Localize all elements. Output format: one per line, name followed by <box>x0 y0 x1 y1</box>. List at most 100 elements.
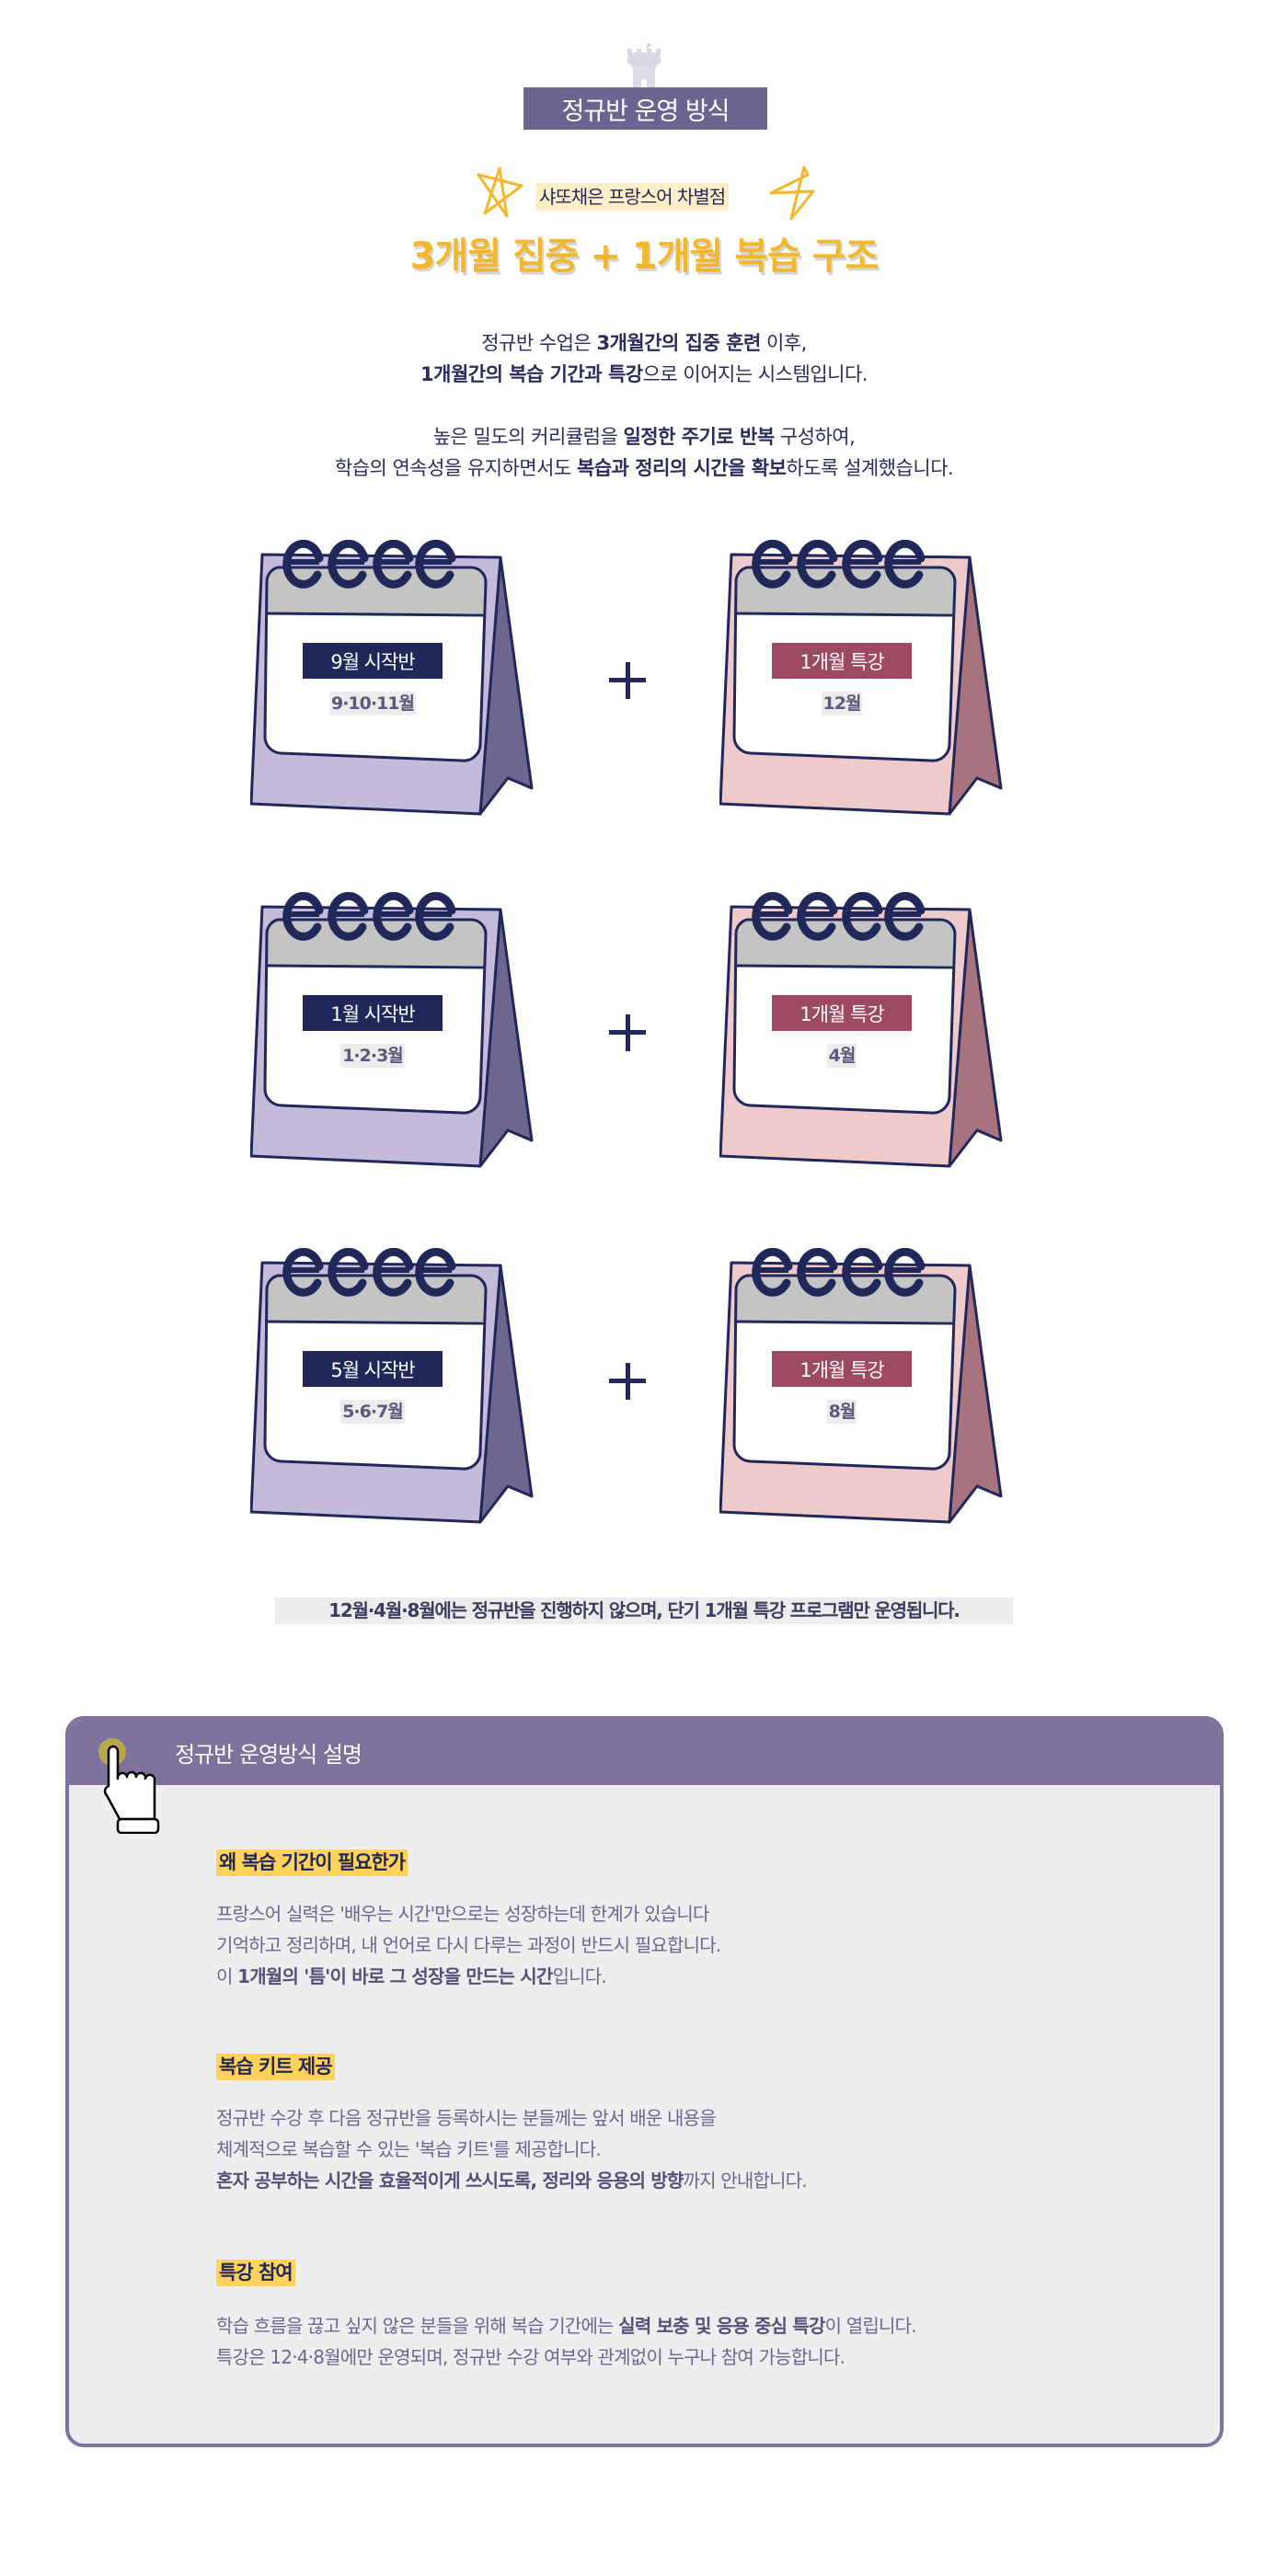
ring-icon <box>328 1248 369 1297</box>
calendar-special-class: 1개월 특강 4월 <box>719 892 1005 1168</box>
emphasis-text: 일정한 주기로 반복 <box>623 426 775 448</box>
headline: 3개월 집중 + 1개월 복습 구조 <box>409 235 880 278</box>
text-line: 체계적으로 복습할 수 있는 '복습 키트'를 제공합니다. <box>216 2134 807 2165</box>
calendar-label: 9월 시작반 <box>303 643 443 679</box>
emphasis-text: 1개월간의 복습 기간과 특강 <box>420 363 643 385</box>
section-heading-special-class: 특강 참여 <box>216 2260 295 2286</box>
text-line: 1개월간의 복습 기간과 특강으로 이어지는 시스템입니다. <box>0 359 1288 390</box>
emphasis-text: 3개월간의 집중 훈련 <box>596 332 761 354</box>
calendar-months: 8월 <box>772 1398 912 1424</box>
ring-icon <box>884 540 926 589</box>
ring-icon <box>797 1248 838 1297</box>
ring-icon <box>797 892 838 941</box>
plus-icon <box>609 1363 646 1400</box>
text-segment: 학습 흐름을 끊고 싶지 않은 분들을 위해 복습 기간에는 <box>216 2315 619 2337</box>
star-icon <box>769 166 815 221</box>
section-body-special-class: 학습 흐름을 끊고 싶지 않은 분들을 위해 복습 기간에는 실력 보충 및 응… <box>216 2310 917 2373</box>
ring-icon <box>328 540 369 589</box>
calendar-months: 1·2·3월 <box>303 1042 443 1068</box>
calendar-months-text: 1·2·3월 <box>340 1044 405 1068</box>
calendar-months-text: 12월 <box>821 692 863 716</box>
ring-icon <box>415 540 456 589</box>
emphasis-text: 복습과 정리의 시간을 확보 <box>577 457 787 479</box>
ring-icon <box>752 892 793 941</box>
pointing-hand-icon <box>98 1738 160 1834</box>
ring-icon <box>373 540 414 589</box>
section-title: 정규반 운영 방식 <box>523 87 767 130</box>
text-line: 특강은 12·4·8월에만 운영되며, 정규반 수강 여부와 관계없이 누구나 … <box>216 2341 916 2373</box>
emphasis-text: 1개월의 '틈'이 바로 그 성장을 만드는 시간 <box>237 1965 553 1987</box>
ring-icon <box>415 1248 456 1297</box>
text-segment: 체계적으로 복습할 수 있는 '복습 키트'를 제공합니다. <box>216 2138 602 2160</box>
text-line: 학습 흐름을 끊고 싶지 않은 분들을 위해 복습 기간에는 실력 보충 및 응… <box>216 2310 917 2341</box>
calendar-start-class: 9월 시작반 9·10·11월 <box>250 540 535 816</box>
castle-icon <box>627 43 661 89</box>
text-segment: 학습의 연속성을 유지하면서도 <box>334 457 577 479</box>
text-segment: 하도록 설계했습니다. <box>786 457 954 479</box>
calendar-months: 9·10·11월 <box>303 690 443 716</box>
calendar-label: 1개월 특강 <box>772 1351 912 1387</box>
ring-icon <box>797 540 838 589</box>
text-segment: 특강은 12·4·8월에만 운영되며, 정규반 수강 여부와 관계없이 누구나 … <box>216 2346 845 2368</box>
calendar-months: 4월 <box>772 1042 912 1068</box>
schedule-note: 12월·4월·8월에는 정규반을 진행하지 않으며, 단기 1개월 특강 프로그… <box>275 1597 1013 1624</box>
text-segment: 정규반 수업은 <box>481 332 597 354</box>
section-heading-why-review: 왜 복습 기간이 필요한가 <box>216 1849 408 1876</box>
calendar-special-class: 1개월 특강 8월 <box>719 1248 1005 1524</box>
text-line: 학습의 연속성을 유지하면서도 복습과 정리의 시간을 확보하도록 설계했습니다… <box>0 452 1288 484</box>
explanation-header: 정규반 운영방식 설명 <box>69 1720 1220 1785</box>
intro-paragraph-1: 정규반 수업은 3개월간의 집중 훈련 이후,1개월간의 복습 기간과 특강으로… <box>0 327 1288 390</box>
calendar-months: 5·6·7월 <box>303 1398 443 1424</box>
ring-icon <box>752 1248 793 1297</box>
explanation-panel: 정규반 운영방식 설명 왜 복습 기간이 필요한가 프랑스어 실력은 '배우는 … <box>65 1716 1224 2447</box>
calendar-months: 12월 <box>772 690 912 716</box>
text-segment: 이후, <box>760 332 807 354</box>
calendar-start-class: 1월 시작반 1·2·3월 <box>250 892 535 1168</box>
calendar-months-text: 4월 <box>826 1044 857 1068</box>
ring-icon <box>373 892 414 941</box>
ring-icon <box>373 1248 414 1297</box>
ring-icon <box>282 540 324 589</box>
calendar-start-class: 5월 시작반 5·6·7월 <box>250 1248 535 1524</box>
text-segment: 프랑스어 실력은 '배우는 시간'만으로는 성장하는데 한계가 있습니다 <box>216 1903 709 1925</box>
text-segment: 구성하여, <box>774 426 856 448</box>
emphasis-text: 실력 보충 및 응용 중심 특강 <box>618 2315 825 2337</box>
explanation-title: 정규반 운영방식 설명 <box>175 1742 362 1768</box>
ring-icon <box>415 892 456 941</box>
text-segment: 기억하고 정리하며, 내 언어로 다시 다루는 과정이 반드시 필요합니다. <box>216 1934 721 1956</box>
calendar-label: 5월 시작반 <box>303 1351 443 1387</box>
calendar-months-text: 5·6·7월 <box>340 1400 405 1424</box>
text-line: 정규반 수업은 3개월간의 집중 훈련 이후, <box>0 327 1288 359</box>
ring-icon <box>752 540 793 589</box>
calendar-label: 1개월 특강 <box>772 643 912 679</box>
calendar-label: 1월 시작반 <box>303 995 443 1031</box>
calendar-label: 1개월 특강 <box>772 995 912 1031</box>
ring-icon <box>884 892 926 941</box>
text-line: 혼자 공부하는 시간을 효율적이게 쓰시도록, 정리와 응용의 방향까지 안내합… <box>216 2165 808 2196</box>
text-line: 정규반 수강 후 다음 정규반을 등록하시는 분들께는 앞서 배운 내용을 <box>216 2102 807 2134</box>
ring-icon <box>842 892 883 941</box>
intro-paragraph-2: 높은 밀도의 커리큘럼을 일정한 주기로 반복 구성하여,학습의 연속성을 유지… <box>0 421 1288 484</box>
plus-icon <box>609 1014 646 1051</box>
ring-icon <box>884 1248 926 1297</box>
emphasis-text: 혼자 공부하는 시간을 효율적이게 쓰시도록, 정리와 응용의 방향 <box>216 2170 684 2192</box>
text-segment: 이 <box>216 1965 238 1987</box>
calendar-months-text: 9·10·11월 <box>328 692 417 716</box>
text-segment: 높은 밀도의 커리큘럼을 <box>432 426 624 448</box>
ring-icon <box>282 892 324 941</box>
star-icon <box>477 166 523 218</box>
plus-icon <box>609 662 646 699</box>
text-segment: 으로 이어지는 시스템입니다. <box>642 363 868 385</box>
text-line: 프랑스어 실력은 '배우는 시간'만으로는 성장하는데 한계가 있습니다 <box>216 1898 720 1929</box>
subtitle-highlight: 샤또채은 프랑스어 차별점 <box>535 183 730 211</box>
text-line: 이 1개월의 '틈'이 바로 그 성장을 만드는 시간입니다. <box>216 1961 720 1992</box>
text-segment: 정규반 수강 후 다음 정규반을 등록하시는 분들께는 앞서 배운 내용을 <box>216 2107 717 2129</box>
ring-icon <box>282 1248 324 1297</box>
ring-icon <box>328 892 369 941</box>
calendar-months-text: 8월 <box>826 1400 857 1424</box>
text-segment: 입니다. <box>552 1965 607 1987</box>
text-line: 높은 밀도의 커리큘럼을 일정한 주기로 반복 구성하여, <box>0 421 1288 452</box>
ring-icon <box>842 540 883 589</box>
